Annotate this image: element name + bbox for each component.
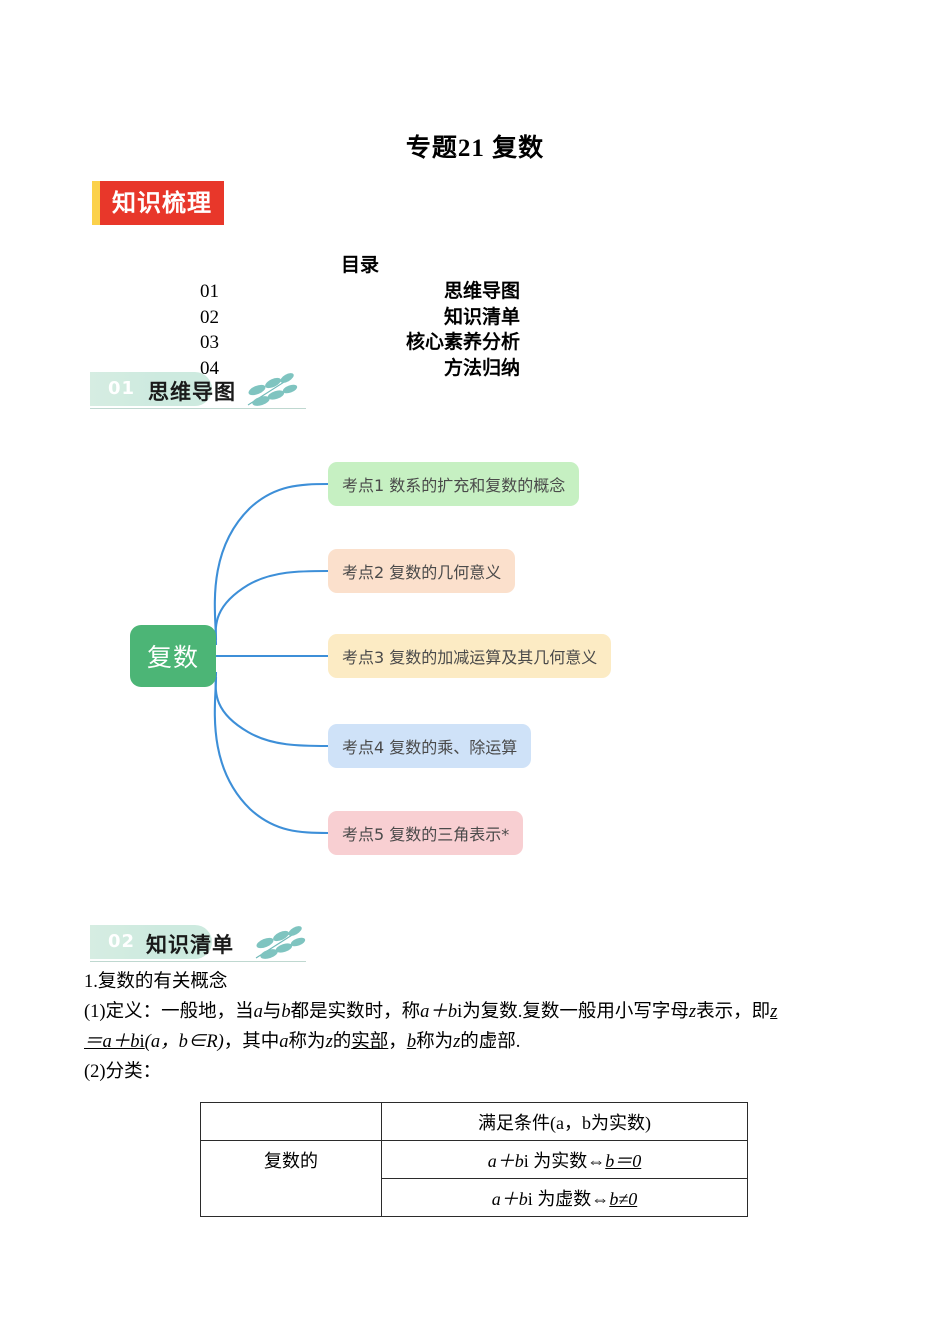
term-real-part: 实部 bbox=[351, 1031, 389, 1052]
toc-row[interactable]: 01 思维导图 bbox=[200, 279, 520, 305]
var-a: a bbox=[253, 1001, 263, 1022]
mindmap-center-node[interactable]: 复数 bbox=[130, 625, 216, 687]
section-number: 01 bbox=[108, 378, 136, 399]
definition-text-4: 为复数.复数一般用小写字母 bbox=[462, 1001, 689, 1022]
var-a: a bbox=[279, 1031, 289, 1052]
mindmap-node-label: 考点3 复数的加减运算及其几何意义 bbox=[342, 648, 598, 667]
definition-paragraph: (1)定义：一般地，当a与b都是实数时，称a＋bi为复数.复数一般用小写字母z表… bbox=[84, 998, 874, 1028]
table-cell-imaginary: a＋bi 为虚数⇔b≠0 bbox=[381, 1178, 748, 1217]
section-underline bbox=[90, 961, 306, 962]
section-pill bbox=[90, 925, 212, 959]
section-title: 思维导图 bbox=[148, 380, 236, 404]
var-z-underlined: z bbox=[770, 1001, 778, 1022]
classification-table: 满足条件(a，b为实数) 复数的 a＋bi 为实数⇔b＝0 a＋bi 为虚数⇔b… bbox=[200, 1102, 748, 1217]
table-row-label: 复数的 bbox=[200, 1140, 382, 1217]
var-b-underlined: b bbox=[406, 1031, 417, 1052]
section-number: 02 bbox=[108, 931, 136, 952]
table-row: 复数的 a＋bi 为实数⇔b＝0 bbox=[200, 1140, 748, 1217]
toc-label: 思维导图 bbox=[443, 281, 520, 302]
imaginary-unit: i bbox=[457, 1001, 463, 1022]
section-header-mindmap: 01 思维导图 bbox=[90, 372, 320, 410]
content-heading-1: 1.复数的有关概念 bbox=[84, 972, 228, 992]
table-row: 满足条件(a，b为实数) bbox=[200, 1102, 748, 1141]
definition-text-6: ，其中 bbox=[223, 1031, 280, 1052]
definition-label: (1)定义： bbox=[84, 1001, 162, 1022]
expr-z-equals-abi: ＝a＋b bbox=[84, 1031, 140, 1052]
section-header-knowledge-list: 02 知识清单 bbox=[90, 925, 320, 963]
toc-number: 03 bbox=[200, 332, 219, 354]
classification-label: (2)分类： bbox=[84, 1061, 162, 1082]
mindmap-diagram: 复数 考点1 数系的扩充和复数的概念 考点2 复数的几何意义 考点3 复数的加减… bbox=[0, 440, 950, 890]
toc-number: 01 bbox=[200, 281, 219, 302]
mindmap-connectors bbox=[213, 482, 329, 835]
condition-value: b＝0 bbox=[605, 1150, 642, 1171]
leaf-icon bbox=[240, 370, 302, 415]
expr-abi: a＋b bbox=[491, 1188, 528, 1209]
imaginary-unit: i bbox=[527, 1188, 533, 1209]
toc-heading: 目录 bbox=[340, 255, 379, 276]
table-of-contents: 目录 01 思维导图 02 知识清单 03 核心素养分析 04 方法归纳 bbox=[200, 250, 520, 382]
expr-abi: a＋b bbox=[420, 1001, 458, 1022]
content-body: 1.复数的有关概念 (1)定义：一般地，当a与b都是实数时，称a＋bi为复数.复… bbox=[84, 968, 874, 1088]
table-cell-empty bbox=[200, 1102, 382, 1141]
toc-number: 04 bbox=[200, 357, 219, 379]
table-header-condition: 满足条件(a，b为实数) bbox=[381, 1102, 748, 1141]
toc-number: 02 bbox=[200, 306, 219, 328]
var-z: z bbox=[325, 1031, 333, 1052]
badge-accent-bar bbox=[92, 181, 100, 225]
definition-text-5: 表示，即 bbox=[696, 1001, 771, 1022]
mindmap-node-label: 考点1 数系的扩充和复数的概念 bbox=[342, 476, 566, 495]
expr-abi: a＋b bbox=[487, 1150, 524, 1171]
mindmap-node-1[interactable]: 考点1 数系的扩充和复数的概念 bbox=[328, 462, 580, 506]
condition-text: 为虚数⇔ bbox=[532, 1188, 610, 1209]
imaginary-unit: i bbox=[523, 1150, 529, 1171]
mindmap-node-5[interactable]: 考点5 复数的三角表示* bbox=[328, 811, 524, 855]
definition-text-8: 的 bbox=[332, 1031, 352, 1052]
toc-label: 方法归纳 bbox=[443, 357, 520, 379]
badge-label: 知识梳理 bbox=[100, 181, 224, 225]
imaginary-unit: i bbox=[139, 1031, 145, 1052]
page-title-text: 专题21 复数 bbox=[405, 135, 545, 162]
leaf-icon bbox=[248, 923, 310, 968]
section-title: 知识清单 bbox=[146, 933, 234, 957]
table-cell-real: a＋bi 为实数⇔b＝0 bbox=[381, 1140, 748, 1179]
definition-text-10: 称为 bbox=[416, 1031, 454, 1052]
toc-row[interactable]: 03 核心素养分析 bbox=[200, 330, 520, 356]
mindmap-center-label: 复数 bbox=[146, 643, 199, 672]
toc-row[interactable]: 04 方法归纳 bbox=[200, 356, 520, 382]
page-title: 专题21 复数 bbox=[0, 128, 950, 164]
var-b: b bbox=[281, 1001, 291, 1022]
mindmap-node-label: 考点4 复数的乘、除运算 bbox=[342, 738, 518, 757]
var-z: z bbox=[688, 1001, 697, 1022]
definition-text-11: 的虚部. bbox=[460, 1031, 521, 1052]
definition-text-9: ， bbox=[388, 1031, 407, 1052]
knowledge-review-badge: 知识梳理 bbox=[92, 181, 224, 225]
condition-text: 为实数⇔ bbox=[528, 1150, 606, 1171]
expr-domain: (a，b∈R) bbox=[144, 1031, 224, 1052]
definition-text-3: 都是实数时，称 bbox=[290, 1001, 421, 1022]
definition-text-1: 一般地，当 bbox=[161, 1001, 254, 1022]
var-z: z bbox=[453, 1031, 461, 1052]
toc-row[interactable]: 02 知识清单 bbox=[200, 305, 520, 331]
toc-label: 核心素养分析 bbox=[405, 332, 520, 354]
table-row: a＋bi 为虚数⇔b≠0 bbox=[201, 1178, 748, 1217]
definition-paragraph-line2: ＝a＋bi(a，b∈R)，其中a称为z的实部，b称为z的虚部. bbox=[84, 1028, 874, 1058]
section-pill bbox=[90, 372, 212, 406]
mindmap-node-label: 考点5 复数的三角表示* bbox=[342, 825, 510, 844]
condition-value: b≠0 bbox=[609, 1188, 638, 1209]
mindmap-node-label: 考点2 复数的几何意义 bbox=[342, 563, 502, 582]
mindmap-node-2[interactable]: 考点2 复数的几何意义 bbox=[328, 549, 516, 593]
section-underline bbox=[90, 408, 306, 409]
toc-label: 知识清单 bbox=[443, 306, 520, 328]
mindmap-node-3[interactable]: 考点3 复数的加减运算及其几何意义 bbox=[328, 634, 612, 678]
definition-text-7: 称为 bbox=[288, 1031, 326, 1052]
definition-text-2: 与 bbox=[262, 1001, 282, 1022]
mindmap-node-4[interactable]: 考点4 复数的乘、除运算 bbox=[328, 724, 532, 768]
